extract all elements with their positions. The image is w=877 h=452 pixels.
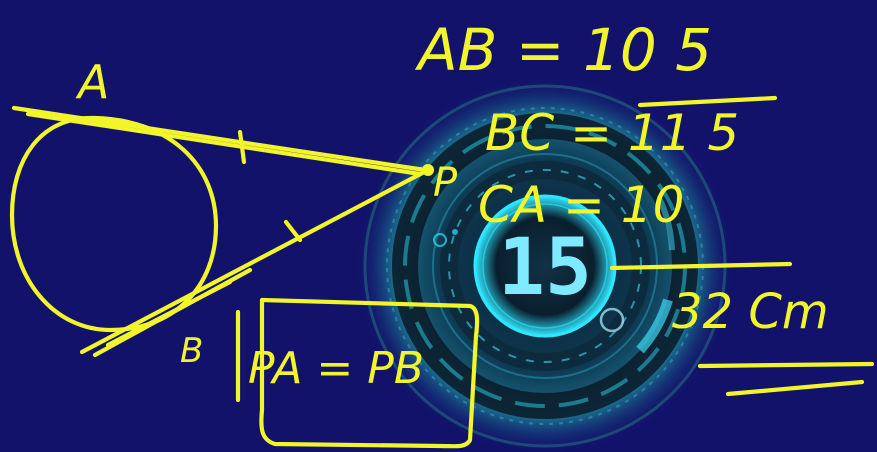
result-underline-1 (697, 361, 875, 369)
point-p-dot (422, 164, 434, 176)
tangent-pa-echo (25, 111, 423, 177)
tangent-pb-echo-2 (105, 279, 233, 348)
label-b: B (180, 331, 203, 371)
equation-ab: AB = 10 5 (414, 16, 712, 84)
circle (9, 115, 219, 333)
geometry-figure (9, 105, 434, 358)
tangent-rule: PA = PB (248, 343, 424, 394)
equal-tick-pa (237, 129, 247, 165)
result-pointer-line (609, 261, 793, 271)
equation-ca: CA = 10 (478, 176, 684, 234)
result-underline-2 (725, 379, 865, 397)
tangent-pb (79, 167, 431, 355)
label-p: P (433, 160, 458, 206)
dial-readout: 15 (498, 223, 592, 313)
equation-bc: BC = 11 5 (485, 104, 739, 162)
gauge-dial (355, 76, 735, 452)
equal-tick-pb (283, 219, 303, 243)
tangent-rule-box (259, 297, 480, 449)
label-a: A (75, 55, 109, 109)
bc-underline (637, 95, 778, 108)
tangent-pa (11, 105, 428, 173)
result-value: 32 Cm (672, 284, 829, 340)
